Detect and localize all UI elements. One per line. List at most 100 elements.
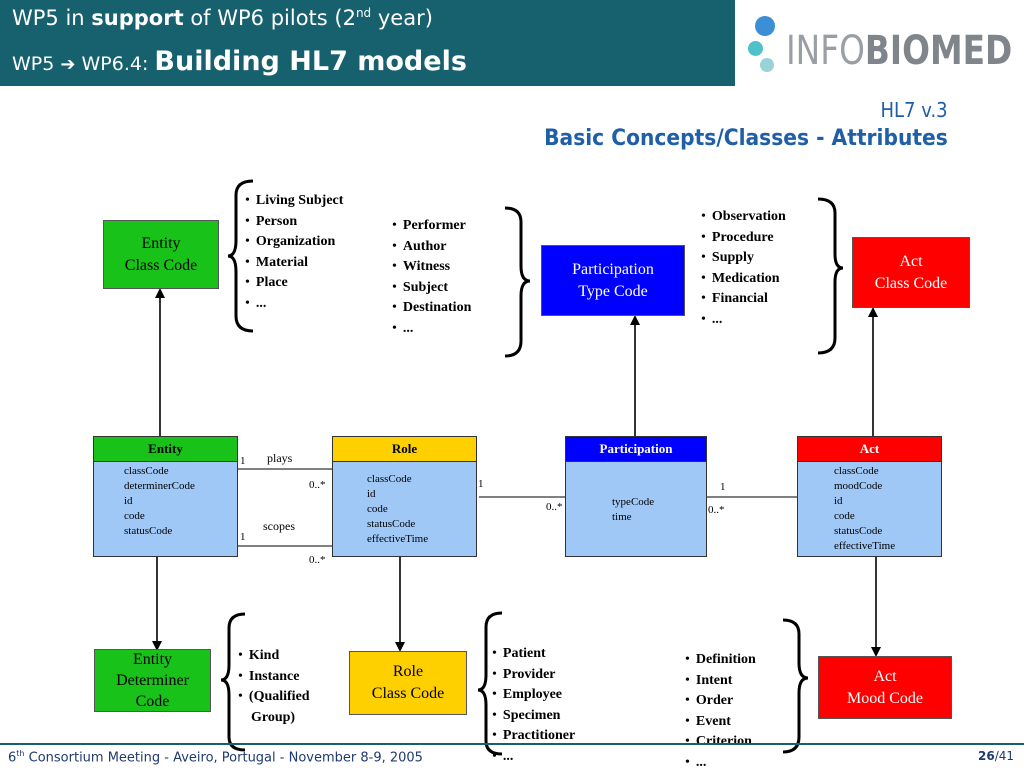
role-class-name: Role: [333, 437, 476, 462]
box-label-line: Class Code: [124, 256, 198, 274]
attribute: code: [124, 510, 145, 522]
list-item: ...: [392, 319, 471, 340]
act-attributes: classCode moodCode id code statusCode ef…: [834, 464, 895, 554]
box-label-line: Code: [135, 693, 170, 710]
page-total: /41: [994, 749, 1014, 763]
list-item: Financial: [701, 289, 786, 310]
attribute: id: [367, 488, 376, 500]
assoc-scopes-label: scopes: [263, 519, 295, 533]
list-item: Practitioner: [492, 726, 575, 747]
header-title-line1: WP5 in support of WP6 pilots (2nd year): [12, 6, 433, 30]
logo-dot-icon: [760, 58, 774, 72]
attribute: classCode: [124, 465, 169, 477]
header-line1-mid: of WP6 pilots (2: [183, 6, 356, 30]
list-item: Medication: [701, 269, 786, 290]
header-line2-title: Building HL7 models: [154, 46, 467, 77]
list-item: Provider: [492, 665, 575, 686]
participation-attributes: typeCode time: [612, 495, 654, 525]
box-label-line: Determiner: [116, 672, 189, 689]
brace-left-role-icon: [477, 611, 503, 756]
role-attributes: classCode id code statusCode effectiveTi…: [367, 472, 428, 547]
footer-text: 6th Consortium Meeting - Aveiro, Portuga…: [8, 749, 423, 765]
brace-right-act-icon: [817, 197, 844, 355]
list-item: Patient: [492, 644, 575, 665]
brace-right-participation-icon: [504, 206, 531, 358]
list-item: Witness: [392, 257, 471, 278]
header-line1-prefix: WP5 in: [12, 6, 92, 30]
header-line1-sup: nd: [355, 6, 372, 20]
attribute: id: [124, 495, 133, 507]
list-item: (Qualified: [238, 687, 310, 708]
footer-divider: [0, 743, 1024, 745]
list-item: Order: [685, 691, 756, 712]
slide-subtitle-version: HL7 v.3: [880, 98, 948, 122]
list-item: Destination: [392, 298, 471, 319]
box-label-line: Class Code: [874, 274, 948, 292]
footer-meeting: Consortium Meeting - Aveiro, Portugal - …: [24, 750, 423, 766]
logo-dot-icon: [755, 16, 775, 36]
entity-class-list: Living Subject Person Organization Mater…: [245, 191, 344, 314]
slide-subtitle-title: Basic Concepts/Classes - Attributes: [544, 126, 948, 151]
list-item: Living Subject: [245, 191, 344, 212]
logo-dot-icon: [748, 41, 763, 56]
list-item: Procedure: [701, 228, 786, 249]
act-class-box: Act classCode moodCode id code statusCod…: [797, 436, 942, 557]
determiner-list: Kind Instance (Qualified Group): [238, 646, 310, 728]
brace-left-entity-icon: [227, 179, 254, 333]
role-class-box: Role classCode id code statusCode effect…: [332, 436, 477, 557]
list-item: Material: [245, 253, 343, 274]
participation-class-box: Participation typeCode time: [565, 436, 707, 557]
list-item: Subject: [392, 278, 471, 299]
list-item: Instance: [238, 667, 310, 688]
multiplicity-label: 1: [240, 531, 246, 543]
logo-text-light: INFO: [786, 28, 865, 74]
attribute: code: [834, 510, 855, 522]
participation-class-name: Participation: [566, 437, 706, 462]
role-class-list: Patient Provider Employee Specimen Pract…: [492, 644, 575, 767]
list-item: Person: [245, 212, 343, 233]
list-item: Specimen: [492, 706, 575, 727]
multiplicity-label: 0..*: [708, 504, 725, 516]
box-label-line: Class Code: [371, 685, 445, 702]
list-item: ...: [685, 753, 756, 768]
multiplicity-label: 1: [720, 481, 726, 493]
list-item: Place: [245, 273, 343, 294]
entity-class-name: Entity: [94, 437, 237, 462]
attribute: statusCode: [124, 525, 173, 537]
list-item: Supply: [701, 248, 786, 269]
attribute: effectiveTime: [367, 533, 429, 545]
footer-ordinal-sup: th: [16, 749, 25, 758]
attribute: code: [367, 503, 388, 515]
assoc-plays-label: plays: [267, 451, 293, 465]
list-item: Kind: [238, 646, 310, 667]
multiplicity-label: 1: [240, 455, 246, 467]
brace-left-determiner-icon: [220, 612, 246, 752]
header-line1-end: year): [371, 6, 433, 30]
multiplicity-label: 0..*: [309, 554, 326, 566]
header-title-line2: WP5 ➔ WP6.4: Building HL7 models: [12, 46, 467, 77]
list-item: Criterion: [685, 732, 756, 753]
logo-text-bold: BIOMED: [864, 28, 1013, 74]
box-label-line: Act: [873, 667, 897, 685]
act-class-list: Observation Procedure Supply Medication …: [701, 207, 786, 330]
infobiomed-logo: INFOBIOMED: [748, 14, 1018, 78]
box-label-line: Mood Code: [847, 689, 923, 707]
header-line2-wp64: WP6.4:: [75, 53, 155, 75]
mood-list: Definition Intent Order Event Criterion …: [685, 650, 756, 768]
multiplicity-label: 1: [478, 478, 484, 490]
list-item-continuation: Group): [251, 709, 296, 725]
page-number: 26/41: [978, 749, 1014, 763]
box-label-line: Type Code: [578, 282, 648, 300]
multiplicity-label: 0..*: [309, 479, 326, 491]
attribute: time: [612, 511, 632, 523]
logo-text: INFOBIOMED: [786, 28, 1012, 74]
attribute: classCode: [367, 473, 412, 485]
list-item: Event: [685, 712, 756, 733]
box-label-line: Entity: [132, 651, 173, 668]
list-item: Organization: [245, 232, 343, 253]
header-line1-bold: support: [91, 6, 184, 30]
attribute: determinerCode: [124, 480, 195, 492]
